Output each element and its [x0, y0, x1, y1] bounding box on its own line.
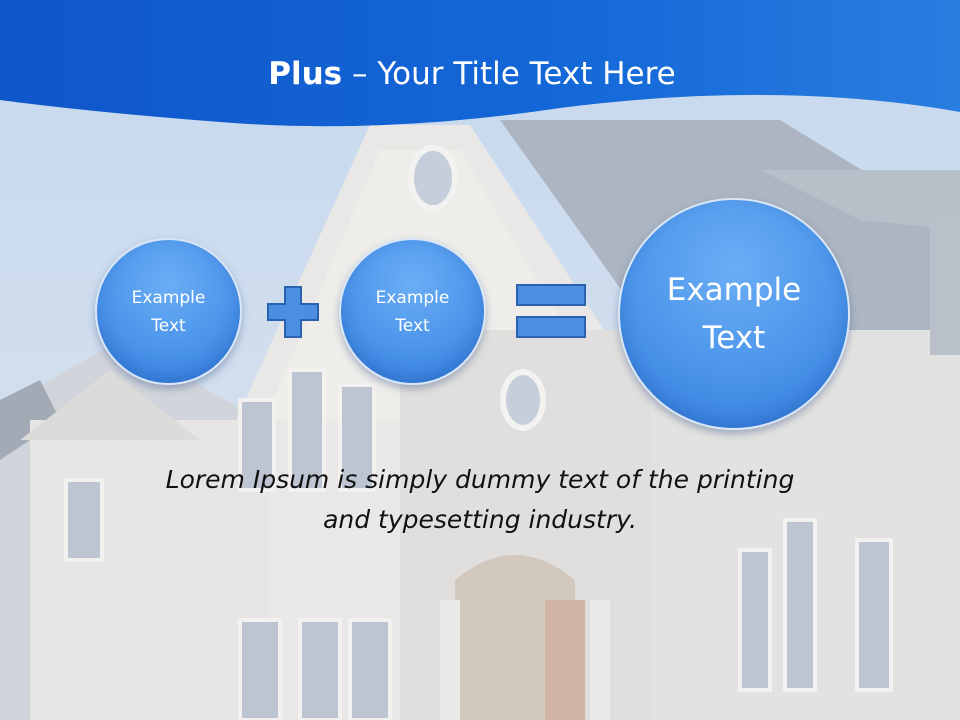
- middle-circle: Example Text: [339, 238, 486, 385]
- result-circle-line2: Text: [702, 320, 766, 356]
- plus-icon: [267, 286, 319, 338]
- caption-line2: and typesetting industry.: [323, 505, 637, 534]
- caption-text: Lorem Ipsum is simply dummy text of the …: [80, 460, 880, 540]
- title-rest: – Your Title Text Here: [342, 56, 676, 92]
- result-circle: Example Text: [618, 198, 850, 430]
- slide-title: Plus – Your Title Text Here: [0, 52, 944, 96]
- left-circle-line1: Example: [131, 287, 206, 308]
- left-circle-line2: Text: [151, 315, 186, 336]
- left-circle: Example Text: [95, 238, 242, 385]
- equals-icon: [516, 284, 586, 338]
- caption-line1: Lorem Ipsum is simply dummy text of the …: [165, 465, 795, 494]
- title-bold: Plus: [268, 56, 343, 92]
- result-circle-line1: Example: [666, 272, 802, 308]
- title-banner: [0, 0, 960, 127]
- middle-circle-line2: Text: [395, 315, 430, 336]
- middle-circle-line1: Example: [375, 287, 450, 308]
